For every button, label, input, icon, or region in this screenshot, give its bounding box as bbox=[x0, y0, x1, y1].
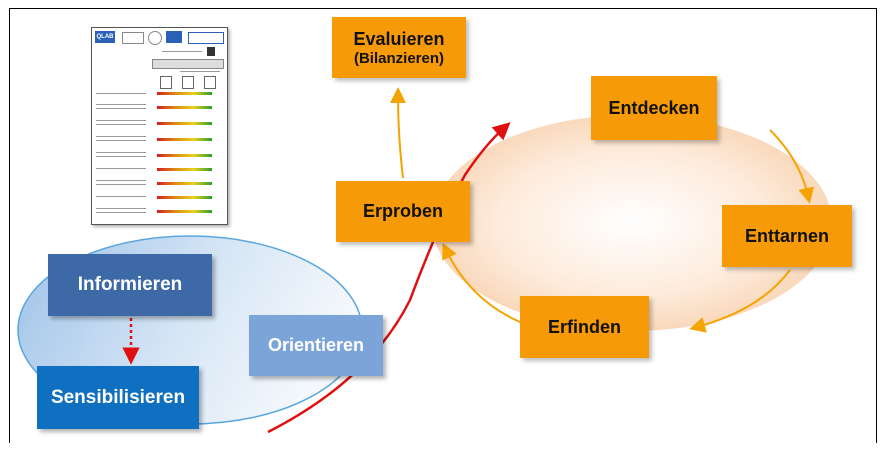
enttarnen-label: Enttarnen bbox=[744, 225, 829, 246]
evaluieren-label: Evaluieren bbox=[353, 28, 445, 49]
doc-logo-4 bbox=[166, 31, 182, 43]
doc-icon-c bbox=[204, 76, 216, 89]
orientieren-label: Orientieren bbox=[267, 335, 365, 355]
erfinden-label: Erfinden bbox=[547, 316, 621, 337]
entdecken-label: Entdecken bbox=[608, 97, 700, 118]
evaluieren-sublabel: (Bilanzieren) bbox=[353, 49, 444, 67]
doc-icon-a bbox=[160, 76, 172, 89]
diagram-frame bbox=[9, 8, 877, 443]
erproben-label: Erproben bbox=[362, 201, 443, 221]
box-evaluieren: Evaluieren (Bilanzieren) bbox=[332, 17, 466, 78]
arrow-enttarnen-erfinden bbox=[689, 269, 791, 333]
arrow-erproben-evaluieren bbox=[390, 87, 407, 179]
doc-logo-3 bbox=[148, 31, 162, 45]
doc-logo-2 bbox=[122, 32, 144, 44]
box-informieren: Informieren bbox=[48, 254, 212, 316]
doc-logo-5 bbox=[188, 32, 224, 44]
doc-logo: QLAB bbox=[95, 31, 115, 43]
doc-icon-b bbox=[182, 76, 194, 89]
red-progress-arc bbox=[267, 122, 511, 434]
informieren-label: Informieren bbox=[77, 274, 183, 295]
box-erproben: Erproben bbox=[336, 181, 470, 242]
cycle-ellipse bbox=[432, 115, 832, 331]
box-enttarnen: Enttarnen bbox=[722, 205, 852, 267]
box-orientieren: Orientieren bbox=[249, 315, 383, 376]
arrow-erfinden-erproben bbox=[442, 242, 521, 323]
arrow-entdecken-enttarnen bbox=[769, 129, 815, 204]
doc-title-box bbox=[152, 59, 224, 69]
box-sensibilisieren: Sensibilisieren bbox=[37, 366, 199, 429]
sensibilisieren-label: Sensibilisieren bbox=[50, 386, 186, 408]
document-thumbnail: QLAB bbox=[91, 27, 228, 225]
doc-number bbox=[207, 47, 215, 56]
box-entdecken: Entdecken bbox=[591, 76, 717, 140]
box-erfinden: Erfinden bbox=[520, 296, 649, 358]
